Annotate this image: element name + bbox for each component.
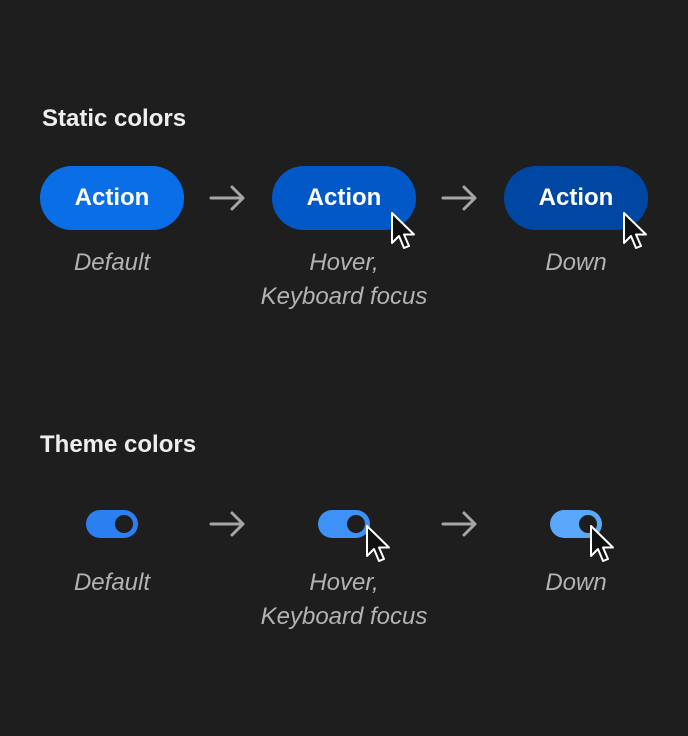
action-button-default[interactable]: Action: [40, 166, 184, 230]
static-hover-state: Action Hover, Keyboard focus: [244, 166, 444, 314]
state-caption-down: Down: [545, 569, 607, 596]
theme-hover-state: Hover, Keyboard focus: [244, 510, 444, 634]
static-colors-title: Static colors: [42, 105, 187, 132]
state-caption-down: Down: [545, 249, 607, 276]
theme-down-state: Down: [476, 510, 676, 600]
toggle-switch-default[interactable]: [86, 510, 138, 538]
arrow-right-icon: [209, 185, 245, 211]
mouse-pointer-icon: [391, 212, 415, 249]
arrow-right-icon: [209, 511, 245, 537]
toggle-switch-hover[interactable]: [318, 510, 370, 538]
arrow-right-icon: [441, 185, 477, 211]
mouse-pointer-icon: [590, 525, 614, 562]
toggle-knob: [115, 515, 133, 533]
mouse-pointer-icon: [623, 212, 647, 249]
state-caption-hover: Hover, Keyboard focus: [260, 249, 428, 310]
theme-colors-title: Theme colors: [40, 431, 197, 458]
state-caption-default: Default: [73, 249, 151, 276]
mouse-pointer-icon: [366, 525, 390, 562]
state-caption-hover: Hover, Keyboard focus: [260, 569, 428, 630]
arrow-right-icon: [441, 511, 477, 537]
state-caption-default: Default: [73, 569, 151, 596]
toggle-knob: [347, 515, 365, 533]
static-default-state: Action Default: [12, 166, 212, 280]
static-down-state: Action Down: [476, 166, 676, 280]
theme-default-state: Default: [12, 510, 212, 600]
action-button-hover[interactable]: Action: [272, 166, 416, 230]
